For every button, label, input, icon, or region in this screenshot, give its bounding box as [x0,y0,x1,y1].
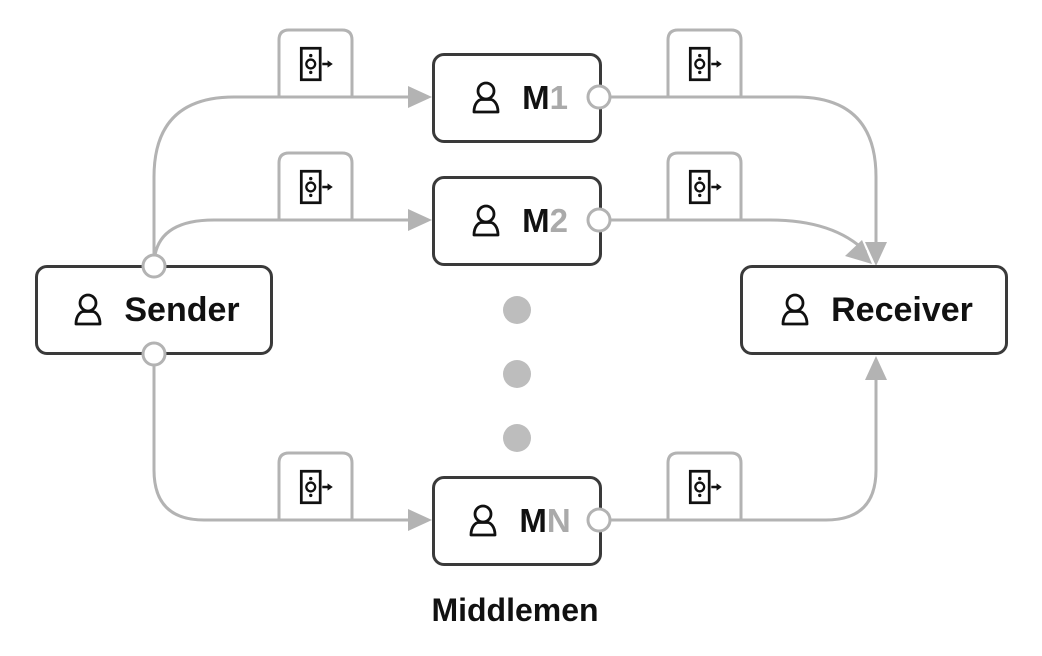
receiver-label: Receiver [831,290,973,329]
middleman-index: 1 [549,79,568,116]
person-icon [463,501,503,541]
exit-door-icon [688,469,724,505]
ellipsis-dot [503,296,531,324]
middleman-prefix: M [522,202,550,239]
edge-m2-receiver [609,218,868,254]
edge-sender-m1 [152,95,412,266]
exit-door-icon [299,169,335,205]
exit-door-icon [688,169,724,205]
ellipsis-dot [503,360,531,388]
sender-node: Sender [35,265,273,355]
middleman-prefix: M [522,79,550,116]
person-icon [466,201,506,241]
edge-m1-receiver [609,95,878,246]
receiver-node: Receiver [740,265,1008,355]
person-icon [466,78,506,118]
tab-sender-m2 [277,151,354,220]
arrowhead-m1 [408,86,432,108]
arrowhead-receiver-bottom [865,356,887,380]
ellipsis-dot [503,424,531,452]
arrowhead-receiver-m2 [845,240,872,264]
middleman-index: N [546,502,571,539]
arrowhead-mn [408,509,432,531]
sender-label: Sender [124,290,240,329]
exit-door-icon [299,46,335,82]
edge-sender-m2 [152,218,412,267]
tab-sender-mn [277,451,354,520]
tab-mn-receiver [666,451,743,520]
edge-sender-mn [152,354,412,522]
arrowhead-receiver-top [865,242,887,266]
edge-mn-receiver [609,380,878,522]
exit-door-icon [688,46,724,82]
exit-door-icon [299,469,335,505]
person-icon [775,290,815,330]
middleman-prefix: M [519,502,547,539]
middlemen-caption: Middlemen [431,592,599,628]
tab-sender-m1 [277,28,354,97]
person-icon [68,290,108,330]
tab-m1-receiver [666,28,743,97]
arrowhead-m2 [408,209,432,231]
tab-m2-receiver [666,151,743,220]
middleman-index: 2 [549,202,568,239]
